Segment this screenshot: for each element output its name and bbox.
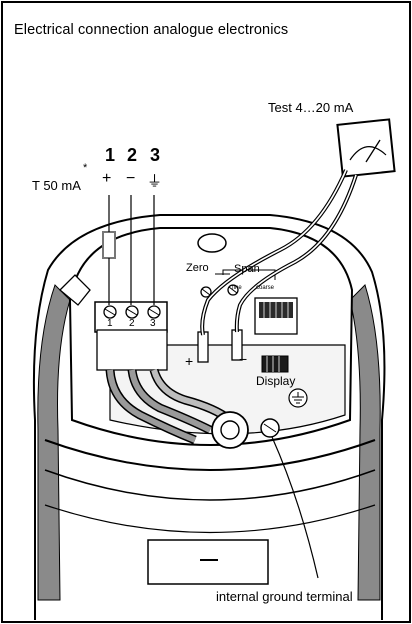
terminal-3-small-number: 3 <box>150 318 156 329</box>
test-meter <box>336 118 396 178</box>
terminal-2-number: 2 <box>127 145 138 165</box>
display-connector <box>261 355 289 373</box>
fuse-label: T 50 mA <box>32 178 81 193</box>
fuse <box>102 231 116 259</box>
terminal-1-number: 1 <box>105 145 116 165</box>
test-minus-label: − <box>239 351 248 367</box>
coarse-label: coarse <box>256 285 275 291</box>
span-label: Span <box>234 263 260 275</box>
internal-ground-terminal-label: internal ground terminal <box>216 589 353 604</box>
lower-display-window <box>147 539 269 585</box>
terminal-1-symbol: + <box>102 170 112 187</box>
fine-label: fine <box>232 285 242 291</box>
test-jack-plus <box>197 331 209 363</box>
housing-rim-lower <box>44 469 376 501</box>
zero-label: Zero <box>186 262 209 274</box>
terminal-3-number: 3 <box>150 145 161 165</box>
ground-symbol <box>288 388 308 408</box>
test-current-label: Test 4…20 mA <box>268 100 354 115</box>
display-label: Display <box>256 374 296 388</box>
test-plus-label: + <box>185 353 194 369</box>
housing-rim <box>44 439 376 471</box>
terminal-1-small-number: 1 <box>107 318 113 329</box>
terminal-3-ground-icon: ⏚ <box>147 172 163 190</box>
diagram-title: Electrical connection analogue electroni… <box>14 22 289 38</box>
terminal-2-symbol: − <box>126 170 136 187</box>
housing-rim-bottom <box>44 504 376 534</box>
cable-entry-hole <box>197 233 227 253</box>
fuse-note-mark: * <box>83 162 88 174</box>
terminal-2-small-number: 2 <box>129 318 135 329</box>
